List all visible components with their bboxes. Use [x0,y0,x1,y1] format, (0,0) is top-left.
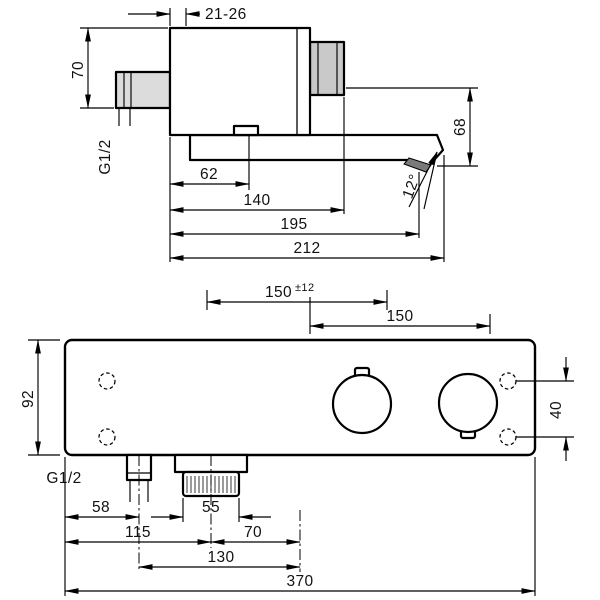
dim-height-70: 70 [70,27,168,109]
thread-callout-top: G1/2 [97,108,131,175]
angle-reference-line [423,151,438,210]
dim-label-92: 92 [20,390,37,408]
wall-mount-detail-lines [317,42,338,95]
front-body [63,338,537,457]
dim-92: 92 [20,339,60,456]
top-view: 21-26 70 G1/2 62 140 195 [70,6,478,262]
front-view: 150 ±12 150 92 40 G1/2 58 [20,282,574,596]
spout-outlet [403,157,432,173]
wall-mount-block [308,40,346,97]
dim-55: 55 [151,498,271,522]
screw-hole-top-right [499,372,517,390]
top-view-fixture [114,26,445,173]
inlet-thread-lines [123,72,132,108]
dim-115: 115 [64,524,212,545]
dim-depth-range: 21-26 [128,6,247,26]
angle-leader-arrow [408,151,438,208]
right-knob [437,372,499,434]
dim-150-tolerance: 150 ±12 [206,282,388,310]
dim-label-195: 195 [280,216,307,233]
dim-370: 370 [64,457,536,596]
screw-hole-bottom-left [98,428,116,446]
dim-140: 140 [169,97,345,214]
dim-label-40: 40 [548,401,565,419]
extension-lines [169,8,187,26]
dim-130: 130 [138,549,301,570]
dim-label-70: 70 [244,524,262,541]
thread-label-top: G1/2 [97,139,114,174]
dim-label-58: 58 [92,499,110,516]
dim-label-55: 55 [202,499,220,516]
dim-label-68: 68 [452,118,469,136]
inlet-connector-side [114,70,172,110]
dim-label-140: 140 [243,192,270,209]
dim-label-370: 370 [286,573,313,590]
dim-40: 40 [516,357,574,461]
aerator-mesh-hatch [186,476,236,493]
extension-lines [28,339,60,456]
front-view-fixture [63,338,537,498]
dim-label-150-sup: ±12 [295,282,314,294]
dim-195: 195 [169,172,420,238]
dim-label-62: 62 [200,166,218,183]
dim-150-right: 150 [309,297,491,334]
screw-hole-bottom-right [499,428,517,446]
thread-extension-lines [129,480,149,502]
dim-58: 58 [64,499,140,520]
dim-label-150-base: 150 [265,284,292,301]
thread-label-front: G1/2 [46,470,81,487]
dim-height-68: 68 [346,87,478,167]
dim-label-150: 150 [386,308,413,325]
side-body [168,26,312,137]
dim-label-70: 70 [70,61,87,79]
dim-label-12deg: 12° [400,172,424,201]
dim-212: 212 [169,155,445,262]
dim-70: 70 [210,524,301,545]
thread-callout-front: G1/2 [46,470,149,502]
dim-62: 62 [169,136,250,190]
dim-label-21-26: 21-26 [205,6,247,23]
screw-hole-top-left [98,372,116,390]
dim-label-115: 115 [125,524,151,541]
diverter-detail [232,124,260,137]
thread-extension-lines [118,108,131,126]
left-knob [331,373,393,435]
dim-label-130: 130 [207,549,234,566]
dim-label-212: 212 [293,240,320,257]
